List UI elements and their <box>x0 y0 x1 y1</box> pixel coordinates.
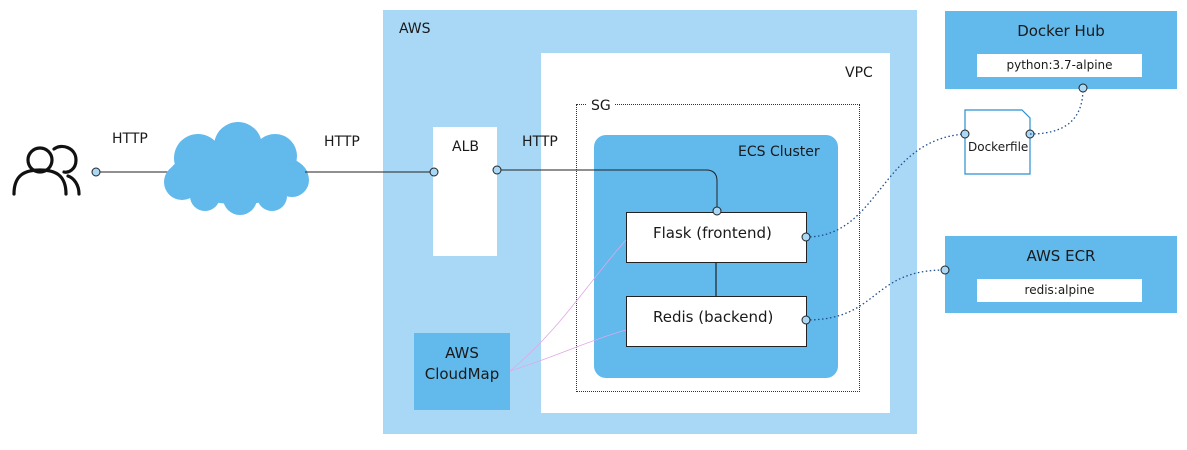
ecr-connector <box>940 265 950 275</box>
redis-ecr-link <box>805 269 946 321</box>
dockerfile-label: Dockerfile <box>968 140 1029 154</box>
flask-out-connector <box>801 232 811 242</box>
alb-out-connector <box>492 165 502 175</box>
dockerfile-in-connector <box>960 129 970 139</box>
alb-in-connector <box>429 167 439 177</box>
alb-label: ALB <box>452 139 479 155</box>
ecs-cluster-label: ECS Cluster <box>738 144 820 160</box>
docker-hub-image: python:3.7-alpine <box>977 54 1142 77</box>
alb-flask-link <box>497 169 718 211</box>
http-label-alb: HTTP <box>522 134 558 150</box>
dockerfile-dockerhub-link <box>1029 87 1084 135</box>
cloudmap-label-line2: CloudMap <box>424 365 500 383</box>
users-connector <box>91 167 101 177</box>
http-label-cloud: HTTP <box>324 134 360 150</box>
document-icon <box>964 109 1031 175</box>
redis-out-connector <box>801 315 811 325</box>
users-icon <box>12 144 81 196</box>
vpc-label: VPC <box>845 65 873 81</box>
cloudmap-label-line1: AWS <box>445 344 479 362</box>
ecr-image: redis:alpine <box>977 279 1142 302</box>
dockerhub-connector <box>1078 83 1088 93</box>
aws-ecr-label: AWS ECR <box>1026 247 1096 265</box>
cloud-icon <box>164 122 309 215</box>
redis-service[interactable]: Redis (backend) <box>626 296 807 347</box>
docker-hub-label: Docker Hub <box>1017 22 1105 40</box>
cloudmap-redis-link <box>509 329 627 372</box>
flask-service[interactable]: Flask (frontend) <box>626 212 807 263</box>
alb-node[interactable] <box>433 127 497 256</box>
flask-in-connector <box>712 206 722 216</box>
aws-label: AWS <box>399 21 431 37</box>
aws-cloudmap[interactable]: AWS CloudMap <box>414 333 510 410</box>
cloudmap-flask-link <box>509 239 627 372</box>
flask-label: Flask (frontend) <box>653 224 772 242</box>
sg-label: SG <box>587 98 615 114</box>
redis-label: Redis (backend) <box>653 308 774 326</box>
http-label-users: HTTP <box>112 131 148 147</box>
flask-dockerfile-link <box>805 133 966 238</box>
security-group <box>576 104 860 392</box>
